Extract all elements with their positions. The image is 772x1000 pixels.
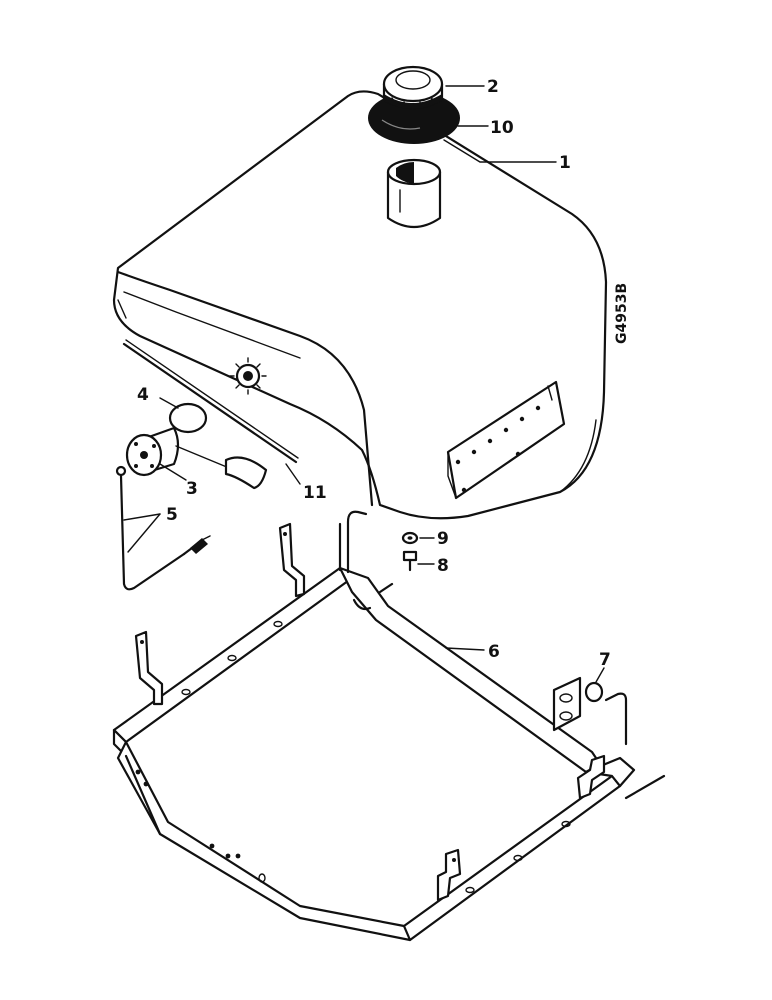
drain-plug-boss [229,357,267,395]
callout-7: 7 [599,650,611,670]
callout-4: 4 [137,385,149,405]
tank-support-frame [112,510,666,942]
callout-1: 1 [559,153,571,173]
callout-11: 11 [303,483,327,503]
washer [584,681,604,703]
callout-10: 10 [490,118,514,138]
tank-side-bracket [446,380,566,500]
filler-cap [382,65,444,110]
drawing-id-code: G4953B [614,283,630,344]
bolt [402,550,418,572]
filler-neck [386,158,442,229]
sender-gasket [168,402,208,434]
cap-gasket [368,92,460,144]
fuel-tank [112,90,608,520]
sender-unit [125,426,268,490]
callout-2: 2 [487,77,499,97]
callout-labels: 2 10 1 4 3 5 11 9 8 6 7 G4953B [137,77,630,670]
callout-9: 9 [437,529,449,549]
callout-8: 8 [437,556,449,576]
callout-3: 3 [186,479,198,499]
callout-5: 5 [166,505,178,525]
lock-washer [401,531,419,545]
tank-strap [122,339,299,464]
sender-wire [115,465,211,591]
leader-lines [123,85,605,683]
callout-6: 6 [488,642,500,662]
